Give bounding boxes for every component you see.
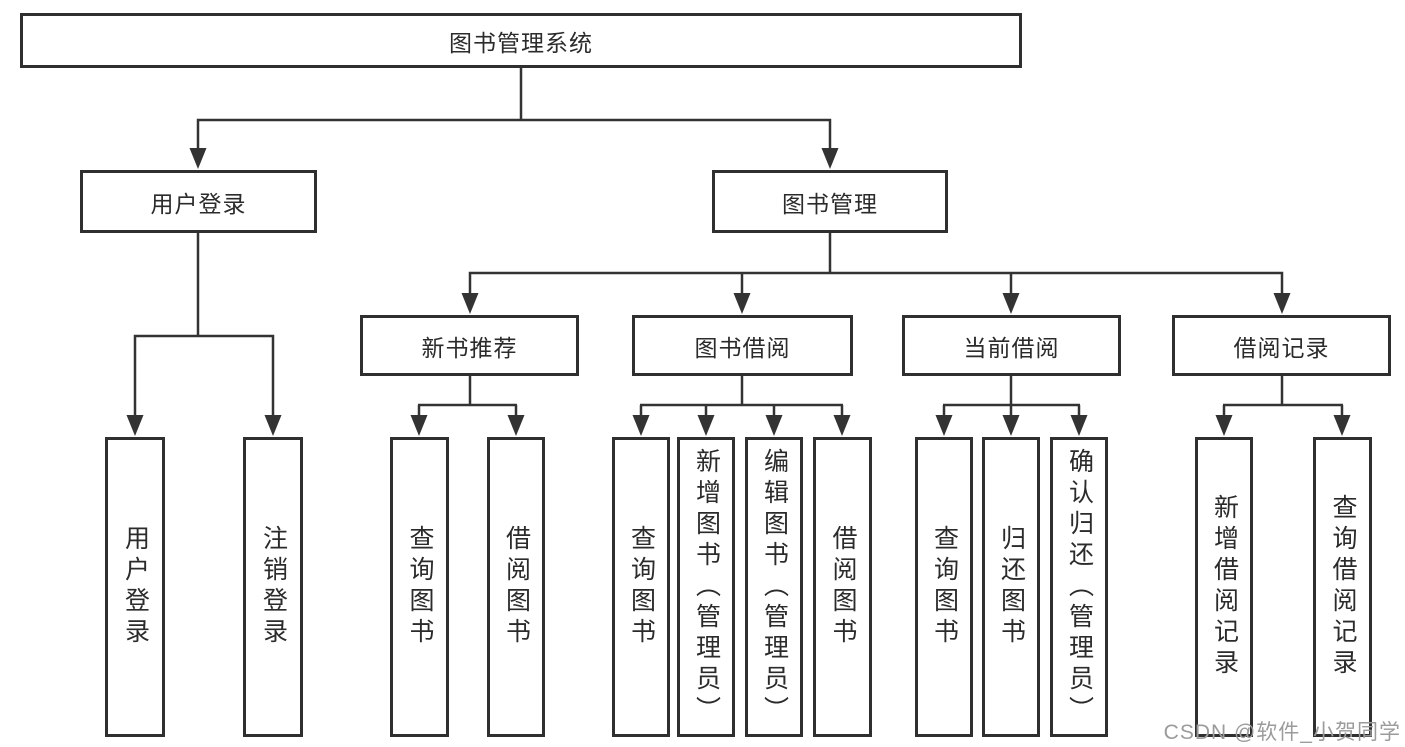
node-user-login-label: 用户登录 [150, 190, 247, 217]
leaf-add-borrow-record-label: 新增借阅记录 [1210, 494, 1239, 680]
arrowhead-icon [264, 415, 282, 436]
arrowhead-icon [833, 415, 851, 436]
node-library-system: 图书管理系统 [20, 13, 1022, 68]
connector-userlogin-to-leaves [133, 233, 275, 418]
leaf-add-books-admin: 新增图书（管理员） [677, 437, 735, 737]
leaf-logout-label: 注销登录 [259, 525, 288, 649]
connector-root-to-level2 [196, 68, 832, 152]
connector-bookmgmt-to-level3 [468, 233, 1284, 297]
node-library-system-label: 图书管理系统 [449, 29, 593, 56]
arrowhead-icon [765, 415, 783, 436]
leaf-logout: 注销登录 [243, 437, 303, 737]
leaf-confirm-return-admin: 确认归还（管理员） [1050, 437, 1108, 737]
connector-newrec-to-leaves [417, 376, 518, 418]
leaf-edit-books-admin-label: 编辑图书（管理员） [760, 447, 789, 727]
leaf-borrow-books-borrowing: 借阅图书 [813, 437, 872, 737]
leaf-borrow-books-borrowing-label: 借阅图书 [829, 525, 857, 649]
leaf-query-books-current-label: 查询图书 [930, 525, 959, 649]
arrowhead-icon [189, 148, 207, 169]
arrowhead-icon [126, 415, 144, 436]
leaf-add-borrow-record: 新增借阅记录 [1195, 437, 1253, 737]
arrowhead-icon [461, 293, 479, 314]
arrowhead-icon [1070, 415, 1088, 436]
arrowhead-icon [935, 415, 953, 436]
leaf-return-books: 归还图书 [982, 437, 1040, 737]
arrowhead-icon [507, 415, 525, 436]
node-user-login: 用户登录 [80, 170, 317, 233]
arrowhead-icon [1002, 293, 1020, 314]
node-new-book-recommend: 新书推荐 [360, 315, 579, 376]
node-borrow-records-label: 借阅记录 [1233, 334, 1330, 361]
leaf-user-login-label: 用户登录 [121, 525, 150, 649]
node-book-borrowing-label: 图书借阅 [694, 334, 791, 361]
leaf-query-books-recommend-label: 查询图书 [406, 525, 434, 649]
node-new-book-recommend-label: 新书推荐 [421, 334, 518, 361]
leaf-query-books-borrowing: 查询图书 [612, 437, 670, 737]
csdn-watermark: CSDN @软件_小贺同学 [1163, 721, 1401, 744]
leaf-query-borrow-record: 查询借阅记录 [1313, 437, 1372, 737]
leaf-borrow-books-recommend: 借阅图书 [487, 437, 545, 737]
connector-current-to-leaves [942, 376, 1081, 418]
arrowhead-icon [733, 293, 751, 314]
leaf-query-borrow-record-label: 查询借阅记录 [1329, 494, 1357, 680]
node-book-management: 图书管理 [712, 170, 948, 233]
node-borrow-records: 借阅记录 [1172, 315, 1391, 376]
node-current-borrowing-label: 当前借阅 [963, 334, 1060, 361]
leaf-query-books-borrowing-label: 查询图书 [627, 525, 656, 649]
leaf-add-books-admin-label: 新增图书（管理员） [692, 447, 721, 727]
arrowhead-icon [1215, 415, 1233, 436]
arrowhead-icon [821, 148, 839, 169]
arrowhead-icon [1002, 415, 1020, 436]
node-book-borrowing: 图书借阅 [632, 315, 853, 376]
arrowhead-icon [632, 415, 650, 436]
arrowhead-icon [1333, 415, 1351, 436]
connector-borrow-to-leaves [639, 376, 844, 418]
leaf-query-books-current: 查询图书 [915, 437, 973, 737]
connector-record-to-leaves [1222, 376, 1344, 418]
arrowhead-icon [697, 415, 715, 436]
node-book-management-label: 图书管理 [782, 190, 878, 217]
arrowhead-icon [410, 415, 428, 436]
node-current-borrowing: 当前借阅 [902, 315, 1121, 376]
leaf-edit-books-admin: 编辑图书（管理员） [745, 437, 803, 737]
leaf-confirm-return-admin-label: 确认归还（管理员） [1065, 447, 1094, 727]
leaf-return-books-label: 归还图书 [997, 525, 1026, 649]
arrowhead-icon [1273, 293, 1291, 314]
leaf-borrow-books-recommend-label: 借阅图书 [502, 525, 531, 649]
leaf-user-login: 用户登录 [105, 437, 165, 737]
leaf-query-books-recommend: 查询图书 [390, 437, 449, 737]
